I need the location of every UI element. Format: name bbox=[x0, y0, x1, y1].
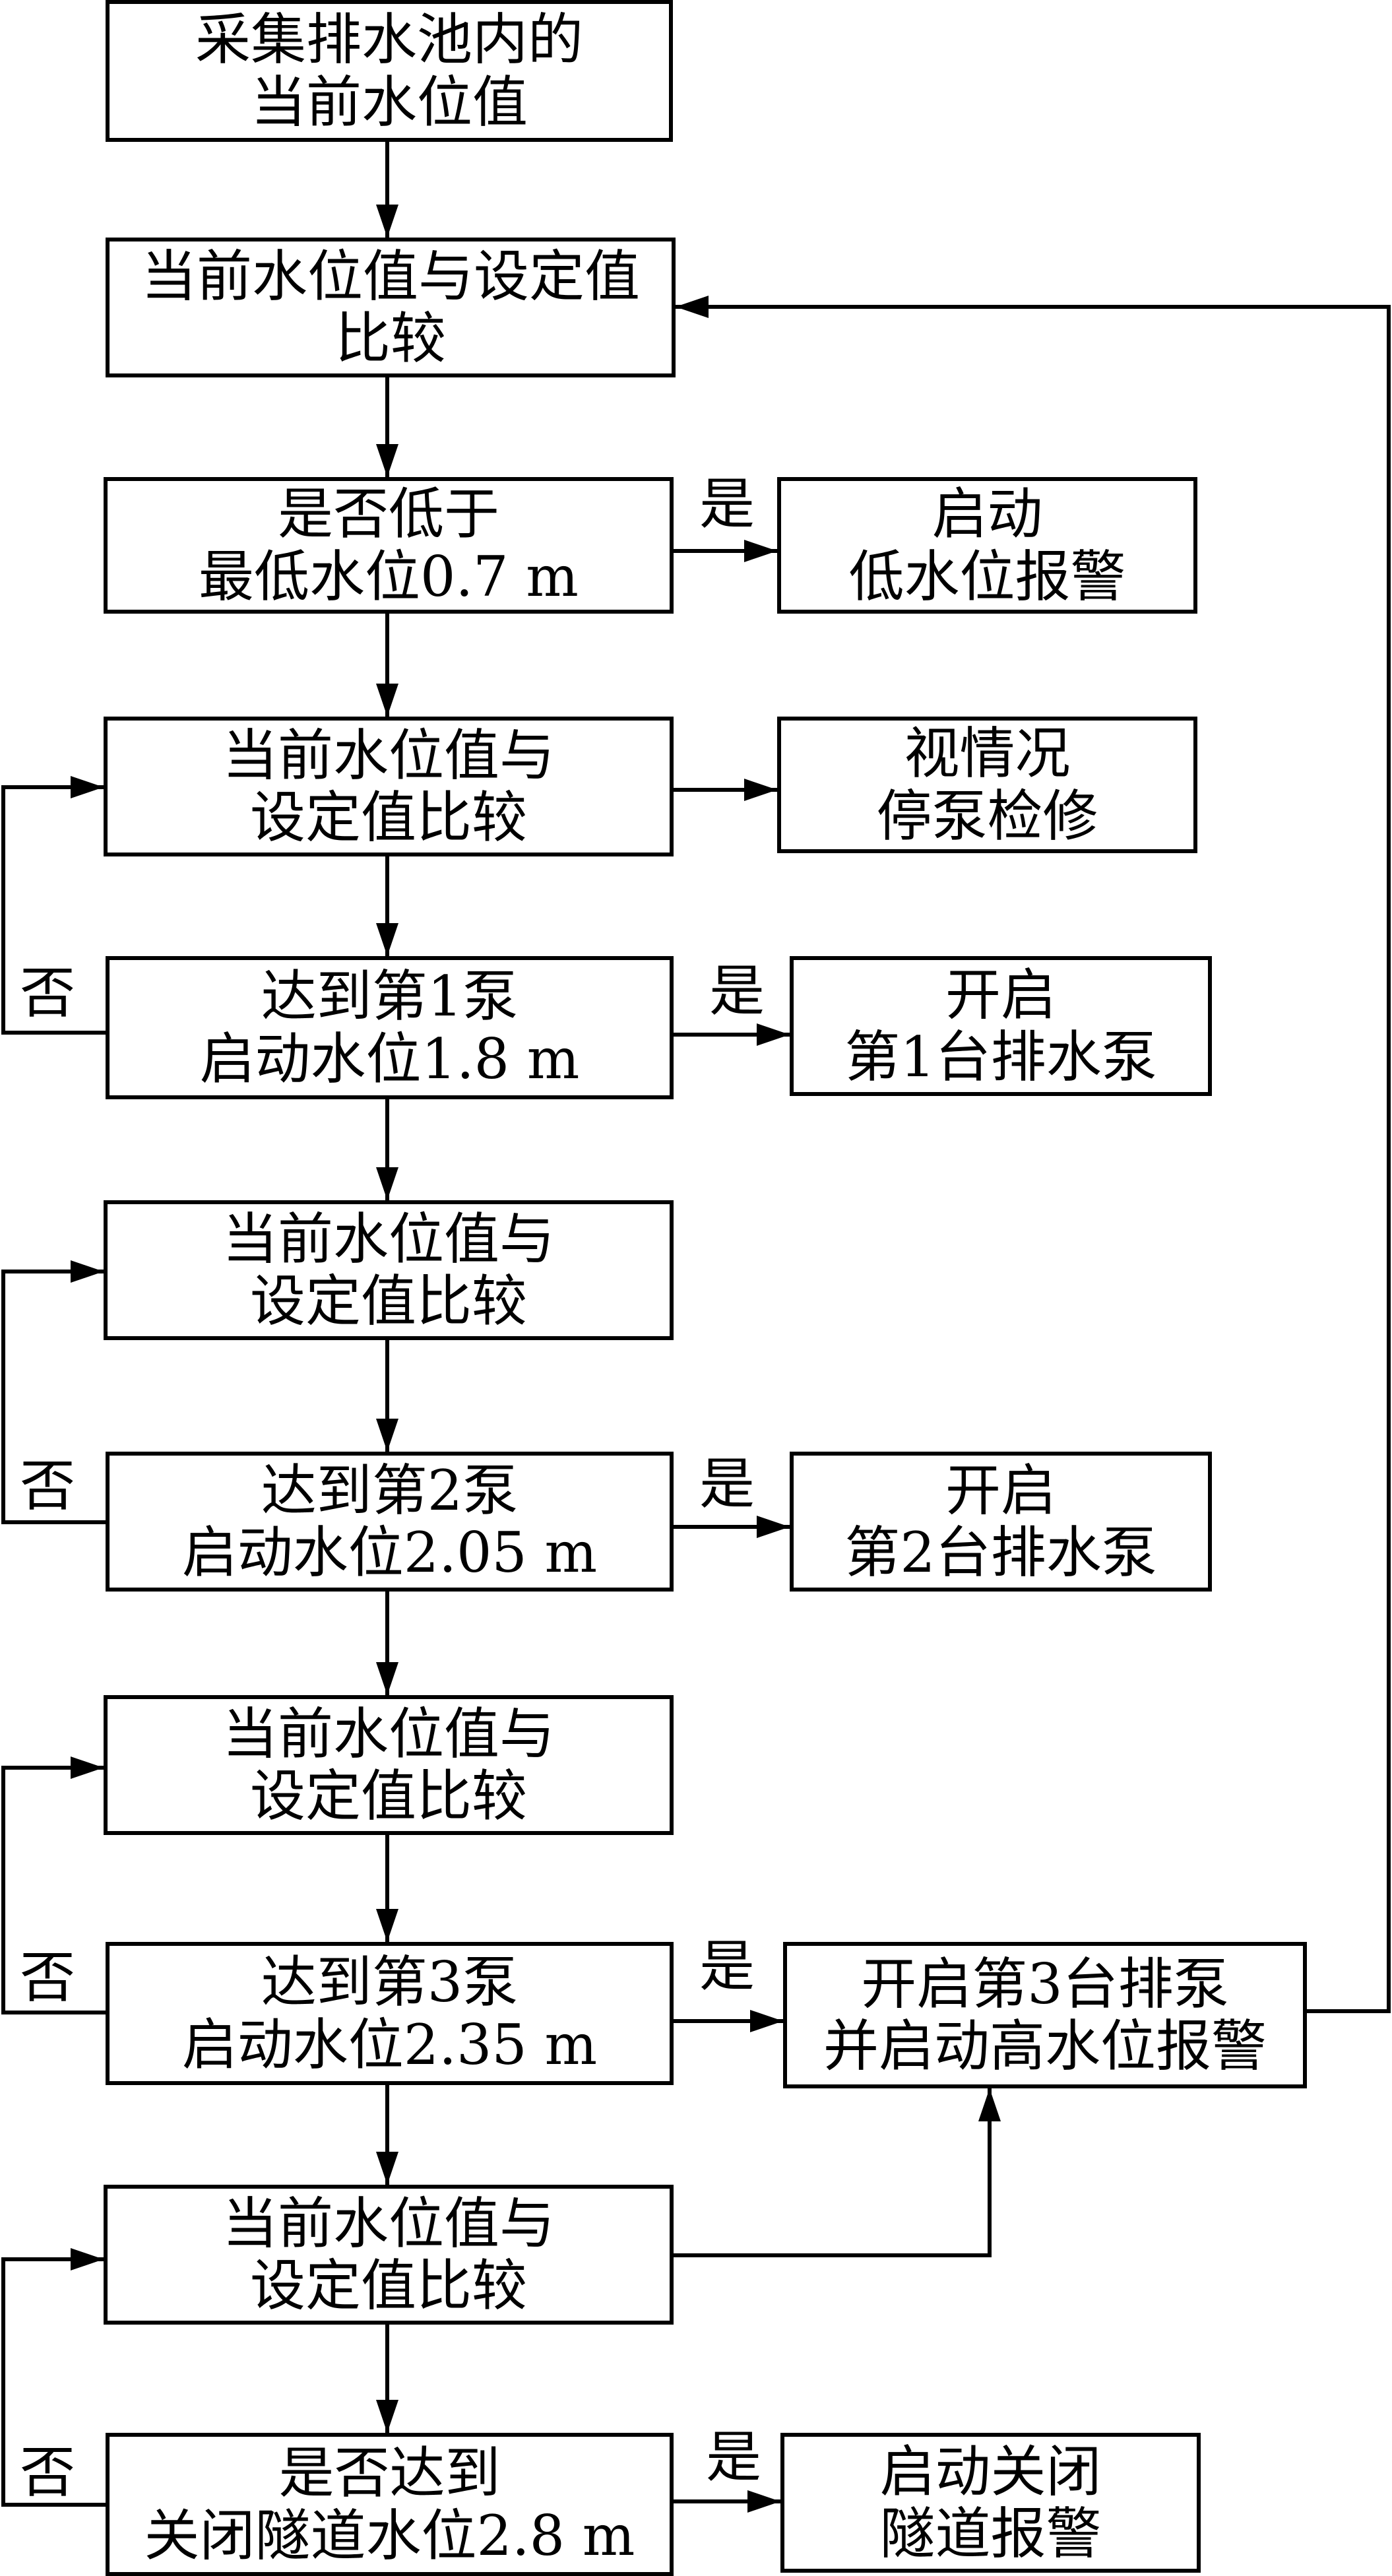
arrow-no-loop-1 bbox=[1, 776, 106, 1035]
box-collect: 采集排水池内的 当前水位值 bbox=[106, 0, 673, 142]
box-pump1-on: 开启 第1台排水泵 bbox=[790, 956, 1212, 1096]
arrow-feedback-to-compare-top bbox=[676, 296, 1391, 2013]
yes-label: 是 bbox=[699, 472, 755, 536]
box-pump1-level: 达到第1泵 启动水位1.8 m bbox=[106, 956, 674, 1099]
box-compare-c: 当前水位值与 设定值比较 bbox=[104, 1695, 674, 1835]
box-check-low: 是否低于 最低水位0.7 m bbox=[104, 477, 674, 614]
box-close-alarm: 启动关闭 隧道报警 bbox=[780, 2433, 1201, 2573]
no-label: 否 bbox=[20, 1454, 76, 1518]
no-label: 否 bbox=[20, 961, 76, 1025]
yes-label: 是 bbox=[706, 2425, 762, 2490]
box-compare-a: 当前水位值与 设定值比较 bbox=[104, 717, 674, 856]
yes-label: 是 bbox=[709, 959, 765, 1023]
box-low-alarm: 启动 低水位报警 bbox=[777, 477, 1197, 614]
box-maintain: 视情况 停泵检修 bbox=[777, 717, 1197, 853]
yes-label: 是 bbox=[699, 1452, 755, 1516]
arrow-no-loop-3 bbox=[1, 1756, 106, 2014]
box-compare-top: 当前水位值与设定值 比较 bbox=[106, 238, 676, 377]
arrow-no-loop-4 bbox=[1, 2248, 106, 2507]
arrow-no-loop-2 bbox=[1, 1260, 106, 1524]
box-compare-b: 当前水位值与 设定值比较 bbox=[104, 1200, 674, 1340]
box-pump2-level: 达到第2泵 启动水位2.05 m bbox=[106, 1452, 674, 1592]
yes-label: 是 bbox=[699, 1934, 755, 1999]
box-pump3-on: 开启第3台排泵 并启动高水位报警 bbox=[783, 1942, 1307, 2088]
arrow-compare-d-to-pump3-on bbox=[674, 2088, 1001, 2257]
box-compare-d: 当前水位值与 设定值比较 bbox=[104, 2185, 674, 2325]
box-pump2-on: 开启 第2台排水泵 bbox=[790, 1452, 1212, 1592]
box-check-close: 是否达到 关闭隧道水位2.8 m bbox=[106, 2433, 674, 2576]
box-pump3-level: 达到第3泵 启动水位2.35 m bbox=[106, 1942, 674, 2085]
no-label: 否 bbox=[20, 2440, 76, 2505]
no-label: 否 bbox=[20, 1945, 76, 2010]
